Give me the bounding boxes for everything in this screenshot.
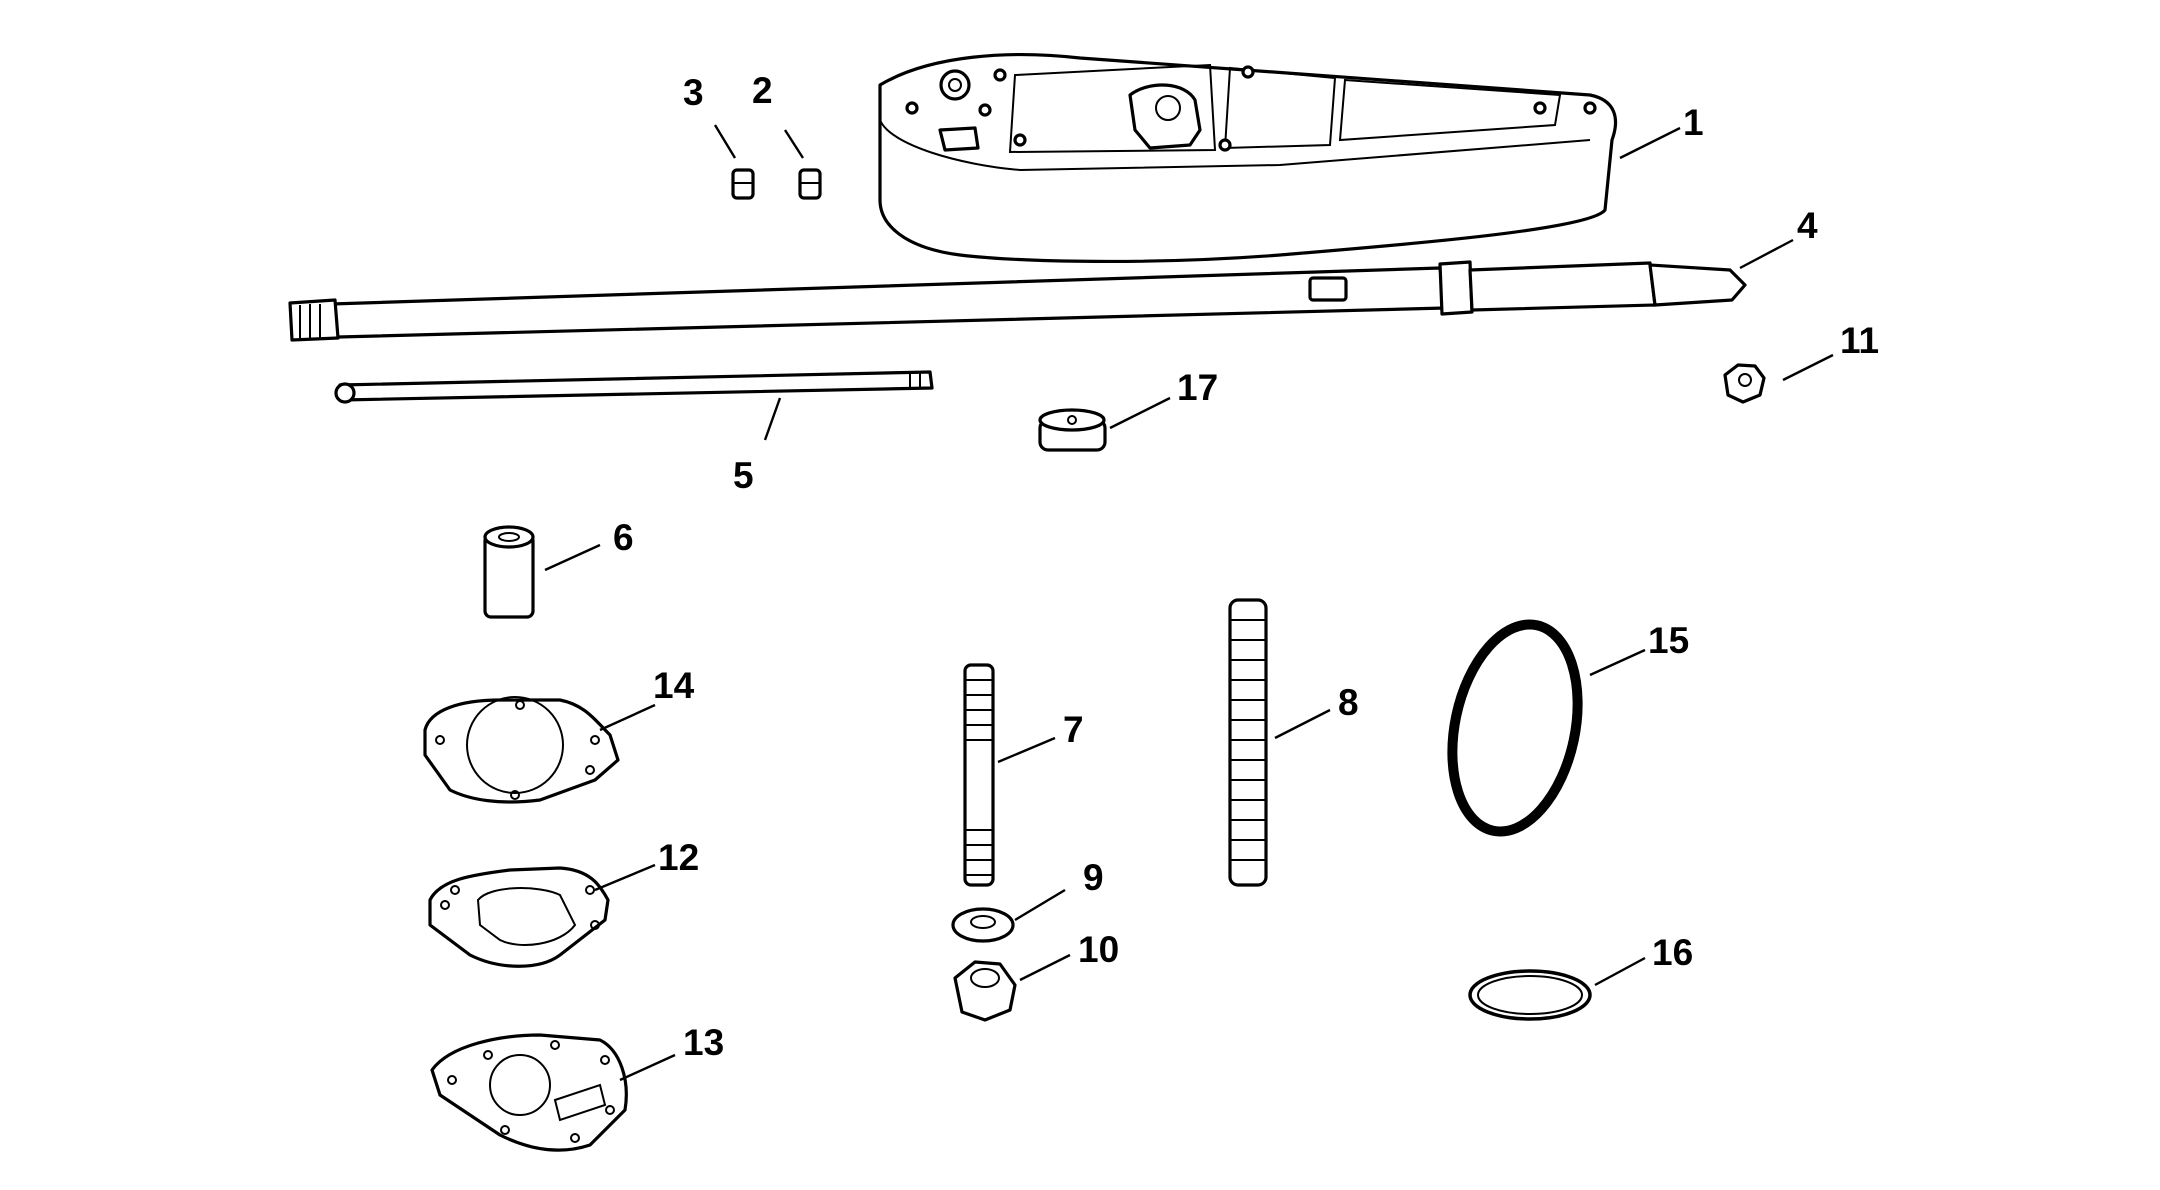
callout-14: 14 <box>653 665 695 706</box>
callout-11: 11 <box>1840 320 1879 361</box>
part-1-housing <box>878 53 1618 264</box>
part-5-shift-rod <box>334 370 934 404</box>
callout-9: 9 <box>1083 857 1104 898</box>
callout-labels: 1 2 3 4 5 6 7 8 9 10 11 12 13 14 15 16 1… <box>613 70 1879 1063</box>
callout-15: 15 <box>1648 620 1689 661</box>
part-3-dowel-pin <box>731 168 755 200</box>
part-9-washer <box>951 907 1015 943</box>
part-16-seal-ring <box>1468 969 1592 1021</box>
callout-17: 17 <box>1177 367 1218 408</box>
leader-lines <box>544 124 1834 1082</box>
callout-7: 7 <box>1063 709 1084 750</box>
callout-16: 16 <box>1652 932 1693 973</box>
part-6-bushing <box>483 525 535 619</box>
part-14-gasket <box>423 696 620 804</box>
callout-3: 3 <box>683 72 704 113</box>
callout-8: 8 <box>1338 682 1359 723</box>
callout-5: 5 <box>733 455 754 496</box>
part-17-grommet <box>1038 408 1107 452</box>
callout-4: 4 <box>1797 205 1818 246</box>
callout-12: 12 <box>658 837 699 878</box>
part-11-nut <box>1723 363 1766 404</box>
part-15-o-ring <box>1447 619 1583 837</box>
callout-13: 13 <box>683 1022 724 1063</box>
part-12-gasket <box>428 866 610 968</box>
callout-1: 1 <box>1683 102 1704 143</box>
part-8-threaded-stud <box>1228 598 1268 887</box>
part-2-dowel-pin <box>798 168 822 200</box>
part-7-stud <box>963 663 995 887</box>
callout-10: 10 <box>1078 929 1119 970</box>
callout-6: 6 <box>613 517 634 558</box>
callout-2: 2 <box>752 70 773 111</box>
part-13-gasket <box>430 1033 628 1152</box>
part-10-hex-nut <box>953 960 1017 1022</box>
part-4-drive-shaft <box>288 260 1747 342</box>
